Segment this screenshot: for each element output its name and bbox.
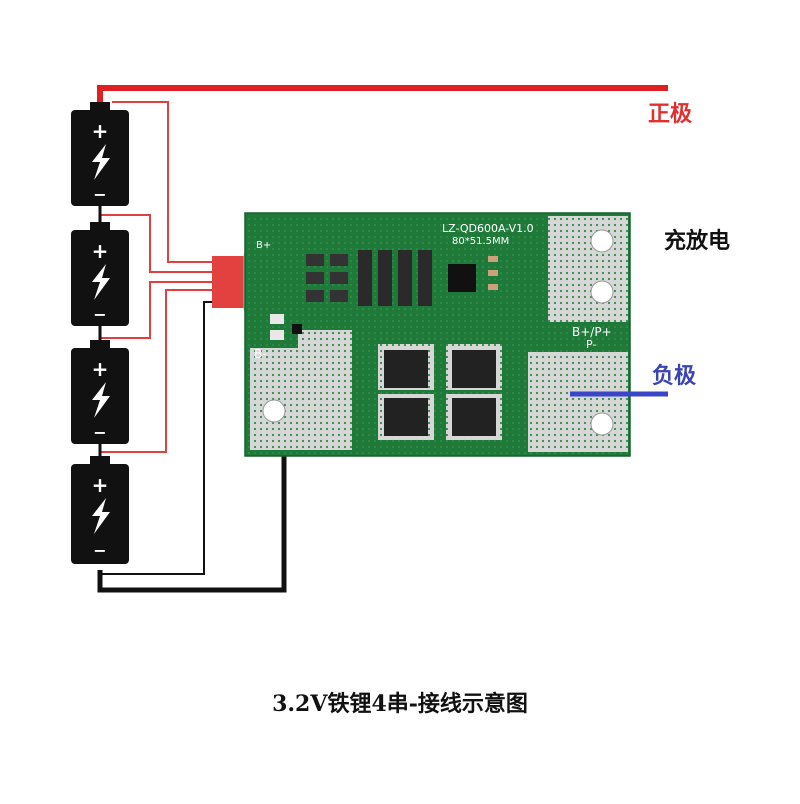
pcb-p-minus-text: P- xyxy=(586,338,596,351)
positive-terminal-label: 正极 xyxy=(648,102,693,127)
diagram-caption: 3.2V铁锂4串-接线示意图 xyxy=(272,691,528,717)
lightning-icon xyxy=(92,498,110,534)
pcb-size-text: 80*51.5MM xyxy=(452,236,509,247)
balance-wire-b3 xyxy=(100,214,214,273)
pcb-model-text: LZ-QD600A-V1.0 xyxy=(442,222,534,235)
pad-bp-plus-area xyxy=(548,216,628,322)
balance-wire-b0 xyxy=(100,301,214,575)
mosfet xyxy=(452,398,496,436)
battery-cell-2: + − xyxy=(71,340,129,444)
pad-p-minus-area xyxy=(528,352,628,452)
lightning-icon xyxy=(92,264,110,300)
battery-minus-label: − xyxy=(93,541,106,560)
balance-wire-b1 xyxy=(100,289,214,453)
pcb-b-plus-text: B+ xyxy=(256,240,271,251)
battery-plus-label: + xyxy=(92,119,109,143)
bms-pcb-board: LZ-QD600A-V1.0 80*51.5MM B+ B- B+/P+ P- xyxy=(244,212,631,457)
battery-plus-label: + xyxy=(92,357,109,381)
balance-wire-b2 xyxy=(100,281,214,339)
main-negative-wire xyxy=(97,412,287,593)
battery-plus-label: + xyxy=(92,239,109,263)
battery-minus-label: − xyxy=(93,185,106,204)
mosfet xyxy=(384,398,428,436)
battery-plus-label: + xyxy=(92,473,109,497)
mosfet xyxy=(452,350,496,388)
pcb-bp-plus-text: B+/P+ xyxy=(572,325,612,339)
controller-ic xyxy=(448,264,476,292)
negative-terminal-label: 负极 xyxy=(652,364,697,389)
battery-minus-label: − xyxy=(93,423,106,442)
battery-cell-3: + − xyxy=(71,222,129,326)
charge-discharge-label: 充放电 xyxy=(664,229,731,254)
lightning-icon xyxy=(92,382,110,418)
main-positive-wire xyxy=(97,85,668,104)
pcb-b-minus-text: B- xyxy=(254,347,267,361)
lightning-icon xyxy=(92,144,110,180)
battery-cell-4: + − xyxy=(71,102,129,206)
mosfet xyxy=(384,350,428,388)
battery-minus-label: − xyxy=(93,305,106,324)
balance-wire-b4 xyxy=(112,101,214,263)
battery-cell-1: + − xyxy=(71,456,129,564)
